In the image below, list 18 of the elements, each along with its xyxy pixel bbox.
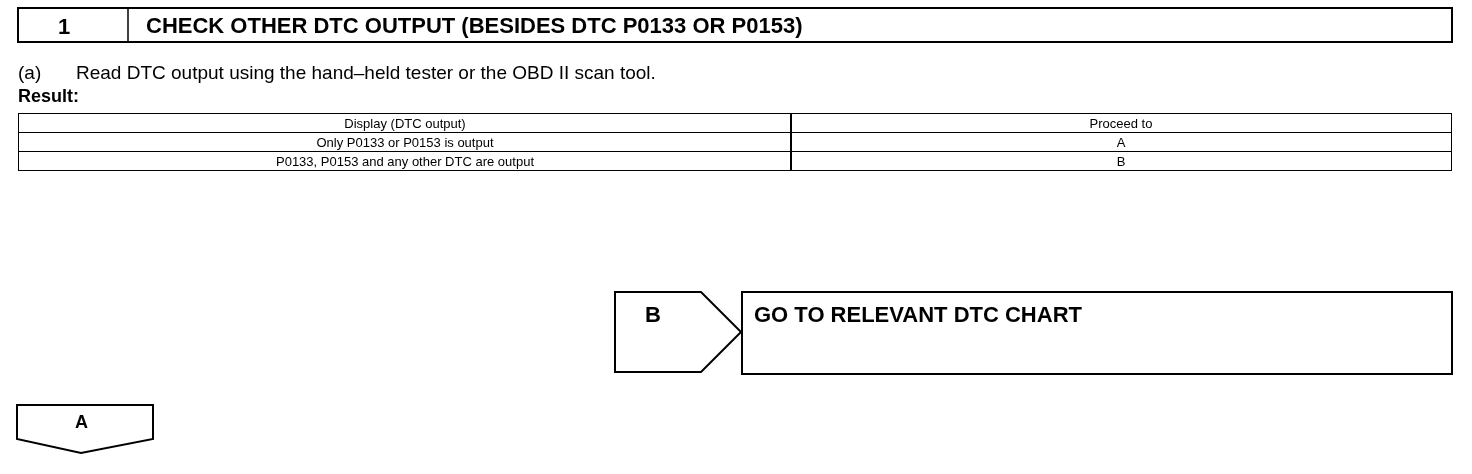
table-cell: Only P0133 or P0153 is output [18, 132, 792, 152]
instruction-text: Read DTC output using the hand–held tester or the OBD II scan tool. [76, 62, 656, 84]
result-heading: Result: [18, 86, 79, 107]
branch-tab [17, 405, 153, 453]
step-title: CHECK OTHER DTC OUTPUT (BESIDES DTC P0133 OR P0153) [146, 13, 803, 39]
branch-letter: B [645, 302, 661, 328]
step-header-box [18, 8, 1452, 42]
table-cell: A [790, 132, 1452, 152]
table-cell: B [790, 151, 1452, 171]
table-cell: P0133, P0153 and any other DTC are output [18, 151, 792, 171]
branch-letter: A [75, 412, 88, 433]
action-text: GO TO RELEVANT DTC CHART [754, 302, 1082, 328]
action-box [742, 292, 1452, 374]
branch-tab [615, 292, 741, 372]
table-header-cell: Proceed to [790, 113, 1452, 133]
step-number: 1 [58, 14, 71, 40]
step-marker: (a) [18, 62, 42, 84]
table-header-cell: Display (DTC output) [18, 113, 792, 133]
